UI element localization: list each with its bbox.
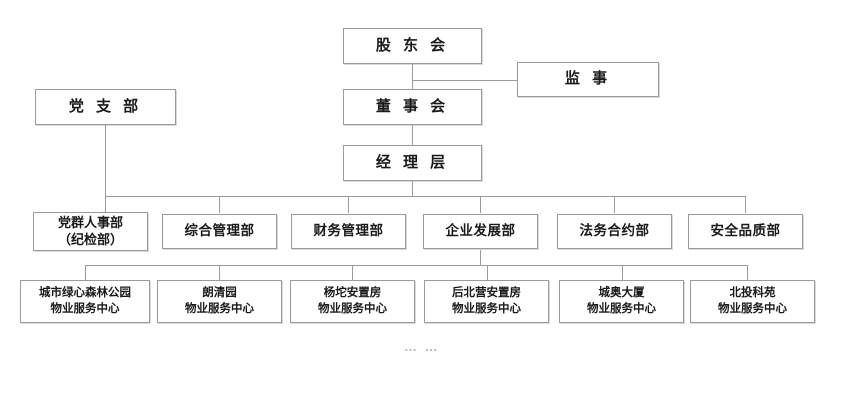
node-center-beitou-label: 北投科苑 物业服务中心	[718, 286, 787, 315]
connector-drop-center-langqingyuan	[219, 265, 220, 280]
node-center-langqingyuan[interactable]: 朗清园 物业服务中心	[157, 280, 282, 323]
node-dept-development[interactable]: 企业发展部	[423, 214, 538, 249]
connector-drop-center-yangtuo	[352, 265, 353, 280]
connector-drop-dept-legal	[614, 196, 615, 213]
node-center-houbeiying[interactable]: 后北营安置房 物业服务中心	[424, 280, 549, 323]
node-dept-legal-label: 法务合约部	[579, 223, 650, 239]
node-center-chengao[interactable]: 城奥大厦 物业服务中心	[559, 280, 684, 323]
connector-board-management	[412, 124, 413, 145]
node-dept-finance[interactable]: 财务管理部	[291, 214, 406, 249]
node-dept-development-label: 企业发展部	[445, 223, 516, 239]
connector-management-spine	[412, 180, 413, 197]
node-center-beitou[interactable]: 北投科苑 物业服务中心	[690, 280, 815, 323]
node-dept-safety[interactable]: 安全品质部	[688, 214, 803, 249]
node-center-chengao-label: 城奥大厦 物业服务中心	[587, 286, 656, 315]
connector-department-bus	[105, 196, 745, 197]
node-board-label: 董 事 会	[375, 97, 450, 115]
node-center-yangtuo-label: 杨坨安置房 物业服务中心	[318, 286, 387, 315]
footer-ellipsis: … …	[404, 339, 440, 354]
connector-drop-dept-development	[480, 196, 481, 213]
node-supervisor-label: 监 事	[564, 70, 612, 88]
node-management-label: 经 理 层	[375, 153, 450, 171]
node-shareholders[interactable]: 股 东 会	[343, 28, 482, 64]
connector-development-spine	[480, 250, 481, 266]
connector-drop-center-greenheart	[85, 265, 86, 280]
node-shareholders-label: 股 东 会	[375, 36, 450, 54]
connector-shareholders-supervisor	[412, 80, 517, 81]
node-party-branch-label: 党 支 部	[68, 97, 143, 115]
node-center-greenheart[interactable]: 城市绿心森林公园 物业服务中心	[20, 280, 150, 323]
connector-drop-center-beitou	[747, 265, 748, 280]
connector-service-center-bus	[85, 265, 747, 266]
node-dept-hr[interactable]: 党群人事部 （纪检部）	[33, 212, 148, 251]
node-board[interactable]: 董 事 会	[343, 89, 482, 125]
node-dept-general-label: 综合管理部	[184, 223, 255, 239]
node-dept-safety-label: 安全品质部	[710, 223, 781, 239]
connector-drop-center-chengao	[622, 265, 623, 280]
node-management[interactable]: 经 理 层	[343, 145, 482, 181]
node-center-houbeiying-label: 后北营安置房 物业服务中心	[452, 286, 521, 315]
node-center-yangtuo[interactable]: 杨坨安置房 物业服务中心	[290, 280, 415, 323]
connector-shareholders-board	[412, 63, 413, 90]
node-dept-hr-label: 党群人事部 （纪检部）	[57, 214, 123, 247]
connector-drop-center-houbeiying	[487, 265, 488, 280]
node-dept-general[interactable]: 综合管理部	[162, 214, 277, 249]
connector-drop-dept-general	[219, 196, 220, 213]
node-dept-legal[interactable]: 法务合约部	[557, 214, 672, 249]
node-supervisor[interactable]: 监 事	[517, 62, 659, 97]
node-center-greenheart-label: 城市绿心森林公园 物业服务中心	[39, 286, 131, 315]
node-party-branch[interactable]: 党 支 部	[35, 89, 176, 125]
node-dept-finance-label: 财务管理部	[313, 223, 384, 239]
connector-drop-dept-hr	[105, 196, 106, 213]
node-center-langqingyuan-label: 朗清园 物业服务中心	[185, 286, 254, 315]
connector-drop-dept-finance	[348, 196, 349, 213]
connector-drop-dept-safety	[745, 196, 746, 213]
connector-party-branch-drop	[105, 124, 106, 197]
